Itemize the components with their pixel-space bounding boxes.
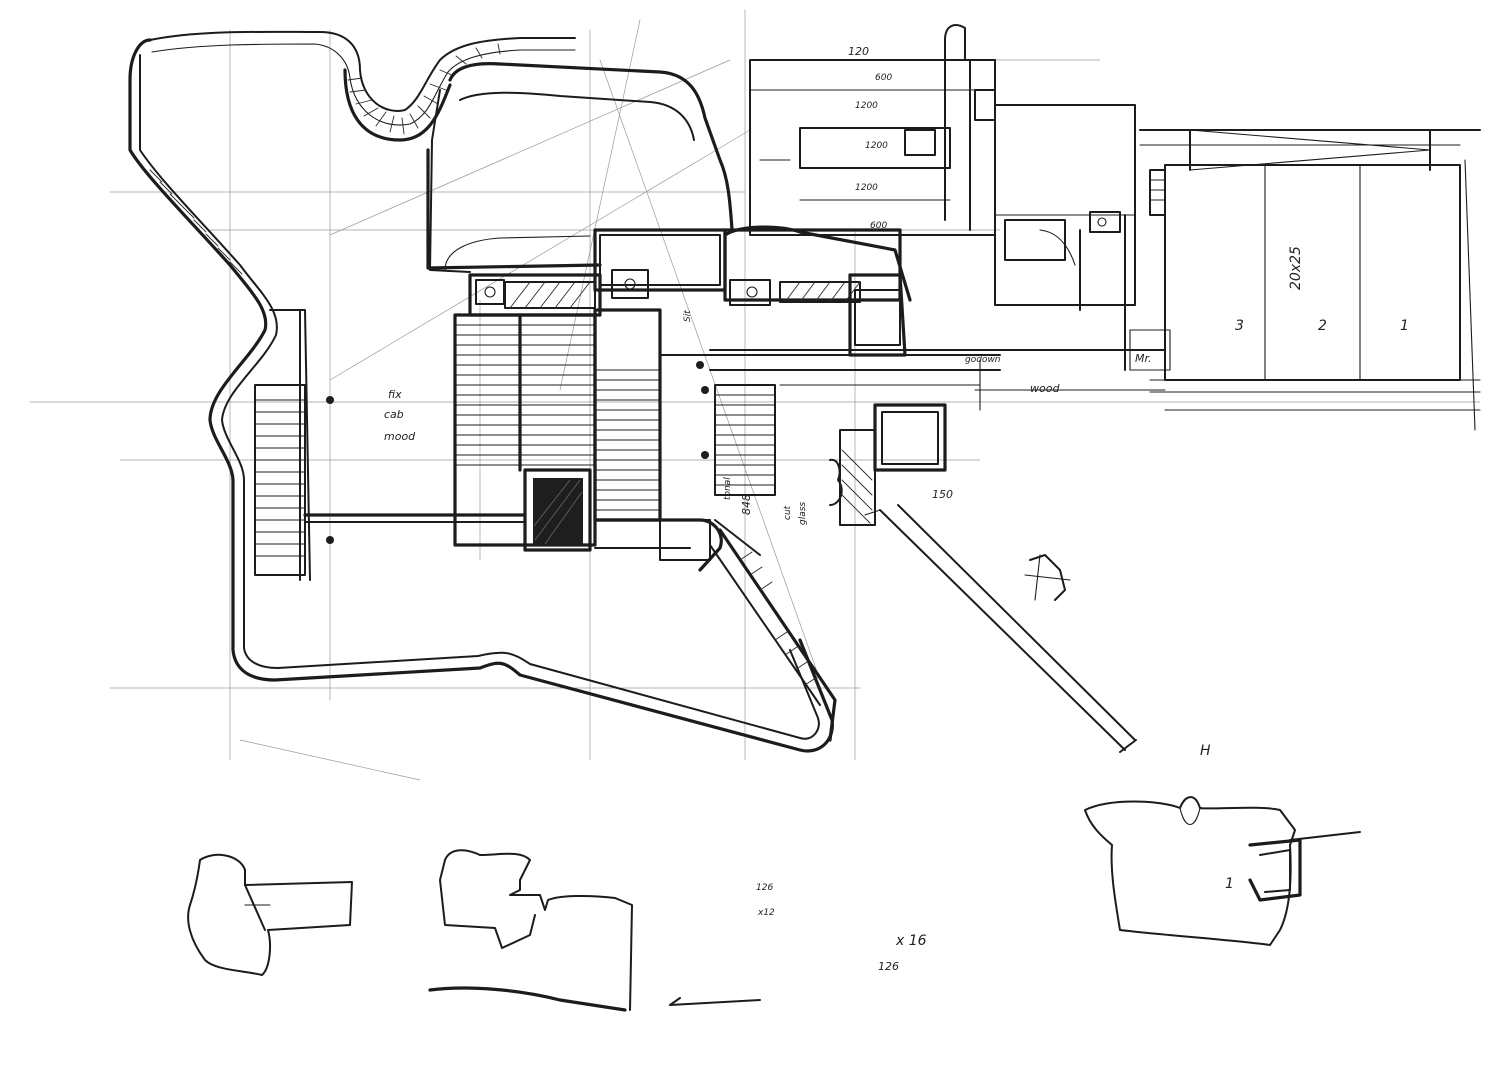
garage-bay-2: 2	[1318, 318, 1327, 334]
note-left-c: mood	[384, 430, 416, 443]
note-mr: Mr.	[1135, 352, 1152, 365]
detail-sketch-wedge	[1024, 554, 1071, 601]
note-rotated-a: Sit	[683, 310, 693, 322]
note-stair: 848	[740, 494, 753, 515]
bedroom-block	[829, 273, 947, 526]
second-stair	[593, 308, 662, 522]
note-bottom-b: x 16	[895, 933, 927, 949]
note-right-mid: 150	[932, 488, 953, 501]
garage-bay-1: 1	[1400, 318, 1409, 334]
note-bottom-a: 126	[878, 960, 899, 973]
note-bottom-c: x12	[757, 908, 775, 918]
garage-dimensions: 20x25	[1288, 246, 1304, 290]
angled-terrace	[709, 528, 837, 742]
note-top-right-thumbnail: H	[1200, 743, 1211, 759]
note-center-a: cut	[783, 505, 793, 520]
thumbnail-sketch-2	[428, 849, 761, 1012]
thumbnail-sketch-3	[1084, 796, 1361, 946]
left-wall-hatch	[149, 169, 243, 275]
right-service-rooms	[994, 104, 1171, 371]
dim-note-a: 120	[848, 45, 869, 58]
note-bottom-d: 126	[756, 883, 773, 893]
dim-note-e: 1200	[855, 183, 878, 193]
upper-right-rooms	[749, 24, 996, 241]
garage	[1139, 129, 1481, 431]
diagonal-ramp	[864, 504, 1137, 753]
corridor	[659, 349, 1166, 411]
note-thumbnail-one: 1	[1225, 876, 1234, 892]
upper-living-room	[426, 62, 734, 273]
thumbnail-sketch-1	[187, 853, 353, 976]
note-left-b: cab	[384, 408, 404, 421]
note-godown: godown	[965, 355, 1001, 365]
lower-landing	[593, 518, 761, 572]
curved-stair-treads	[347, 43, 501, 135]
fireplace-block	[523, 468, 592, 552]
third-stair	[714, 384, 776, 496]
left-curved-wall	[128, 30, 834, 753]
note-left-a: fix	[388, 388, 402, 401]
garage-bay-3: 3	[1235, 318, 1244, 334]
dim-note-b: 600	[875, 73, 892, 83]
dim-note-f: 600	[870, 221, 887, 231]
note-center-b: glass	[798, 502, 808, 525]
railing	[303, 361, 709, 544]
hatched-beam	[504, 281, 861, 309]
note-stair-b: tonal	[723, 477, 733, 500]
dim-note-c: 1200	[855, 101, 878, 111]
dim-note-d: 1200	[865, 141, 888, 151]
note-wood: wood	[1030, 382, 1060, 395]
annotations: 120 600 1200 1200 1200 600 20x25 1 2 3 w…	[384, 45, 1409, 973]
left-exterior-stair	[254, 309, 311, 581]
